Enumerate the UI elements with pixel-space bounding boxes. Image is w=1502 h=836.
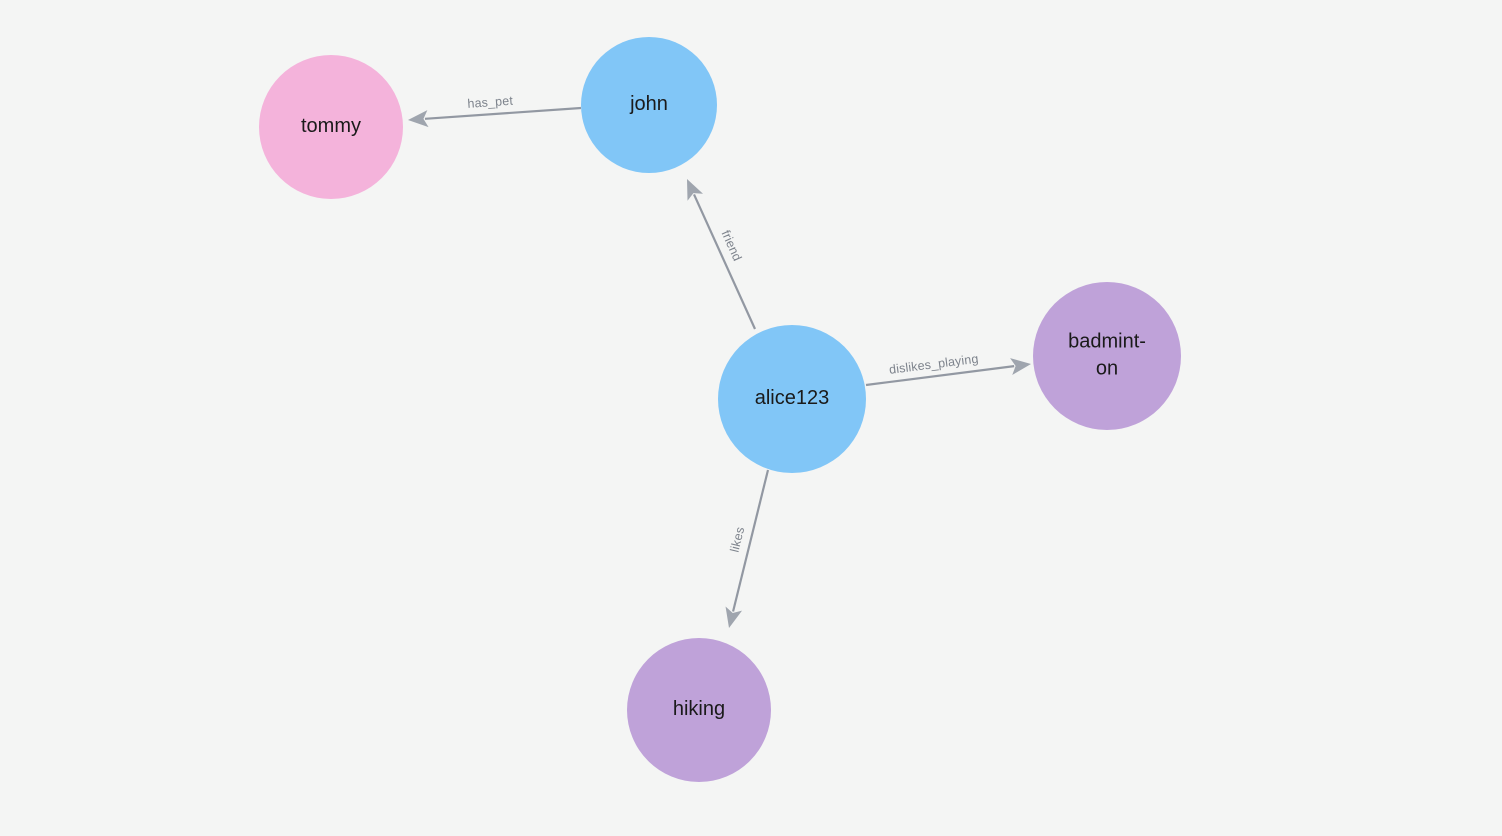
edge-label: likes — [728, 525, 748, 553]
node-circle[interactable] — [581, 37, 717, 173]
edge-line — [732, 469, 770, 612]
edge-label: has_pet — [467, 94, 514, 111]
graph-node-badminton[interactable]: badmint-on — [1033, 282, 1181, 430]
node-circle[interactable] — [259, 55, 403, 199]
node-circle[interactable] — [627, 638, 771, 782]
graph-edge[interactable]: likes — [725, 469, 770, 628]
edge-line — [693, 194, 757, 330]
graph-node-tommy[interactable]: tommy — [259, 55, 403, 199]
node-label: badmint-on — [1068, 331, 1146, 380]
graph-edge[interactable]: dislikes_playing — [865, 352, 1031, 387]
edge-arrowhead-icon — [408, 110, 429, 128]
node-circle[interactable] — [718, 325, 866, 473]
graph-node-hiking[interactable]: hiking — [627, 638, 771, 782]
edge-arrowhead-icon — [1010, 358, 1031, 375]
edge-arrowhead-icon — [687, 179, 703, 201]
graph-node-alice123[interactable]: alice123 — [718, 325, 866, 473]
edge-line — [424, 106, 582, 120]
node-label: alice123 — [755, 387, 830, 409]
node-label: tommy — [301, 115, 361, 137]
node-label: hiking — [673, 698, 725, 720]
node-circle[interactable] — [1033, 282, 1181, 430]
graph-node-john[interactable]: john — [581, 37, 717, 173]
graph-edge[interactable]: friend — [687, 179, 757, 330]
nodes-layer: tommy john alice123 badmint-on hiking — [259, 37, 1181, 782]
edge-arrowhead-icon — [725, 606, 743, 628]
graph-edge[interactable]: has_pet — [408, 94, 582, 128]
edge-line — [865, 365, 1015, 387]
node-label: john — [629, 93, 668, 115]
